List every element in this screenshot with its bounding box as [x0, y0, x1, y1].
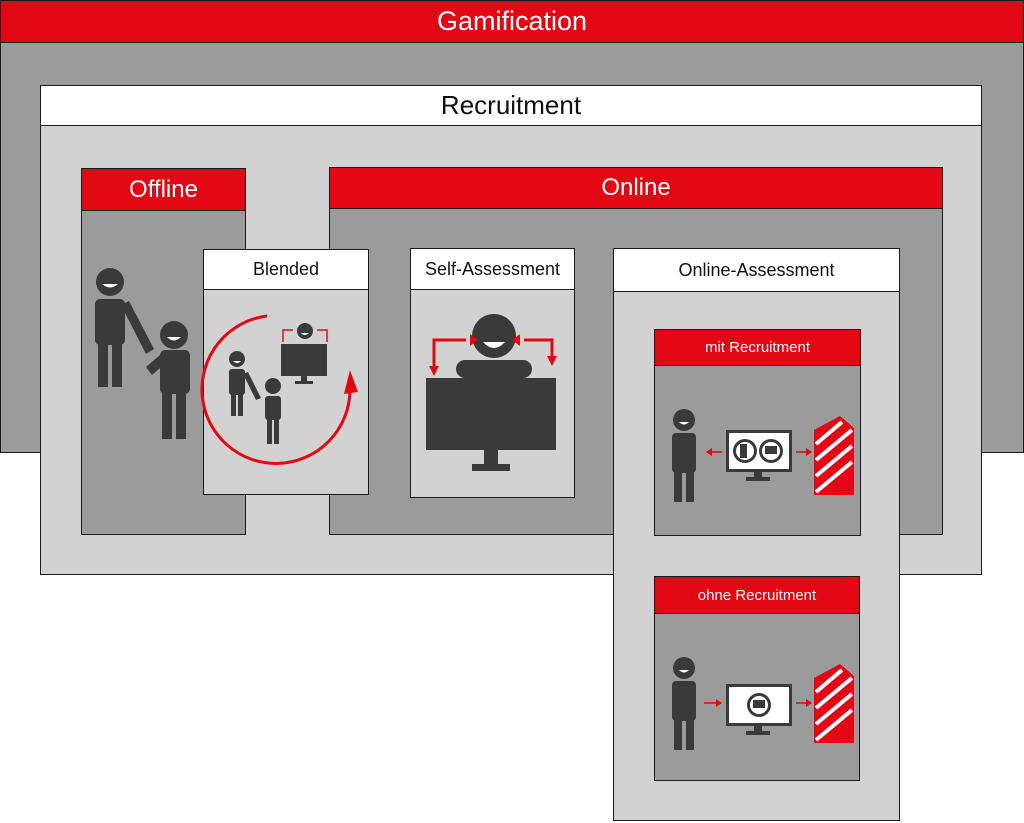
with-recruitment-flow-icon — [672, 409, 854, 502]
recruitment-header: Recruitment — [40, 85, 982, 126]
without-recruitment-flow-icon — [672, 657, 854, 750]
blended-header: Blended — [203, 249, 369, 290]
online-assessment-title: Online-Assessment — [678, 259, 835, 280]
blended-cycle-icon — [200, 314, 358, 465]
self-assessment-title: Self-Assessment — [424, 258, 561, 279]
gamification-header: Gamification — [0, 0, 1024, 43]
without-recruitment-title: ohne Recruitment — [697, 586, 817, 604]
recruitment-title: Recruitment — [440, 90, 582, 120]
offline-people-icon — [95, 268, 190, 439]
self-assessment-header: Self-Assessment — [410, 248, 575, 290]
with-recruitment-header: mit Recruitment — [654, 329, 861, 366]
offline-title: Offline — [129, 175, 198, 203]
self-assessment-computer-icon — [426, 314, 557, 471]
online-assessment-header: Online-Assessment — [613, 248, 900, 292]
without-recruitment-header: ohne Recruitment — [654, 576, 860, 614]
blended-title: Blended — [252, 259, 320, 279]
online-title: Online — [601, 174, 671, 201]
with-recruitment-title: mit Recruitment — [704, 339, 811, 356]
offline-header: Offline — [81, 168, 246, 211]
online-header: Online — [329, 167, 943, 209]
gamification-title: Gamification — [436, 6, 588, 36]
